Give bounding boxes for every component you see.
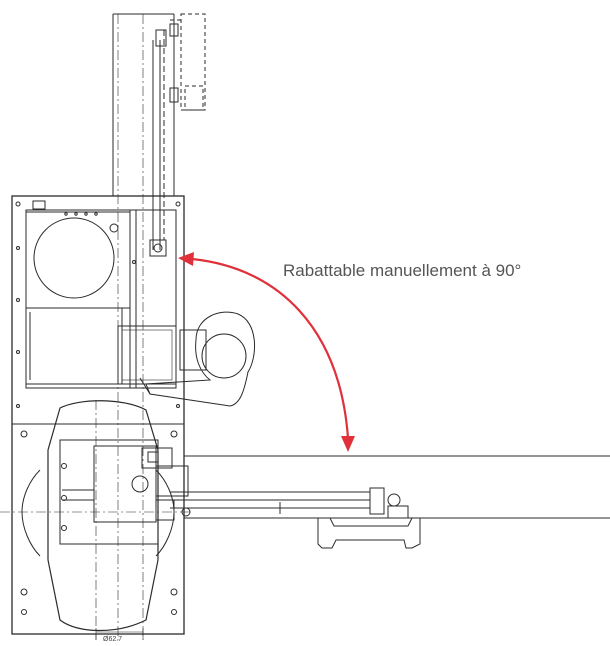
control-panel: [117, 325, 207, 385]
base-table: [0, 400, 190, 640]
pivot-assembly: [141, 447, 191, 521]
main-cabinet: [11, 195, 185, 635]
dimension-label: Ø62.7: [103, 636, 123, 643]
fold-annotation-label: Rabattable manuellement à 90°: [283, 261, 522, 280]
operator-silhouette: [139, 311, 256, 407]
upper-accessory-folded: [170, 13, 206, 111]
rotation-arrow: [178, 252, 355, 452]
horizontal-arm: [170, 455, 610, 519]
upper-clamp: [149, 23, 179, 257]
end-effector: [317, 487, 421, 549]
bottom-dimension: [95, 628, 144, 640]
